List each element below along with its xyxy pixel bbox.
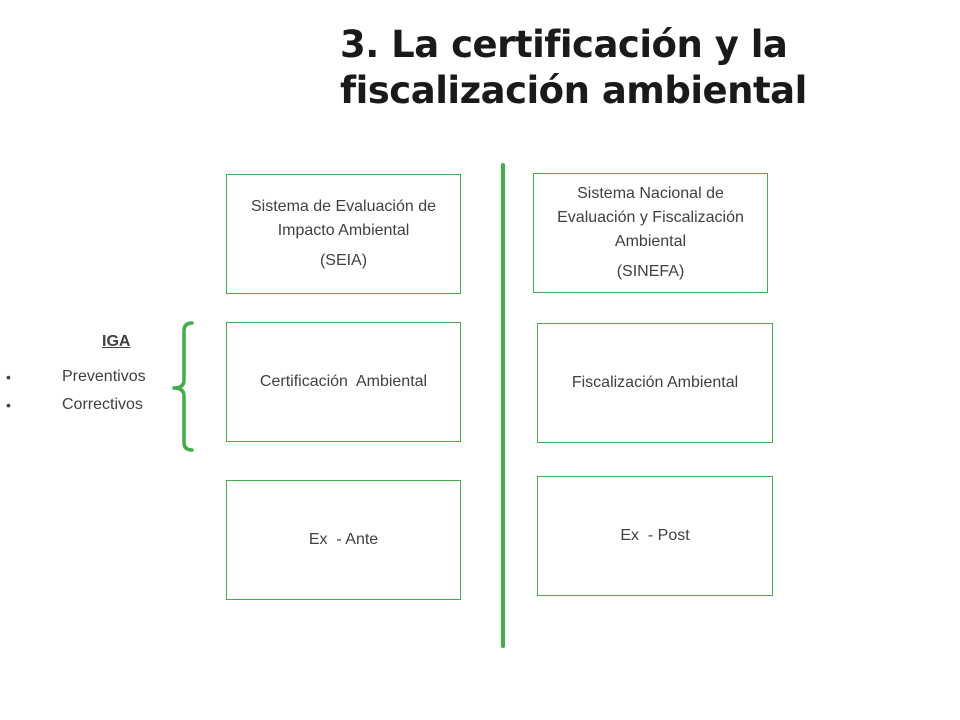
vertical-divider bbox=[501, 163, 505, 648]
ex-post-box: Ex - Post bbox=[537, 476, 773, 596]
slide-title: 3. La certificación y la fiscalización a… bbox=[340, 22, 940, 114]
seia-acronym: (SEIA) bbox=[319, 252, 368, 269]
seia-name: Sistema de Evaluación de Impacto Ambient… bbox=[251, 198, 436, 239]
bracket-icon bbox=[172, 321, 194, 452]
certification-label: Certificación Ambiental bbox=[259, 373, 428, 390]
ex-post-label: Ex - Post bbox=[620, 527, 690, 544]
sinefa-name: Sistema Nacional de Evaluación y Fiscali… bbox=[557, 185, 744, 250]
fiscalization-box: Fiscalización Ambiental bbox=[537, 323, 773, 443]
fiscalization-label: Fiscalización Ambiental bbox=[571, 374, 739, 391]
bullet-icon: • bbox=[6, 369, 11, 385]
ex-ante-label: Ex - Ante bbox=[308, 531, 379, 548]
iga-title: IGA bbox=[102, 333, 131, 350]
slide-title-line-2: fiscalización ambiental bbox=[340, 69, 807, 112]
slide-title-line-1: 3. La certificación y la bbox=[340, 23, 788, 66]
seia-box: Sistema de Evaluación de Impacto Ambient… bbox=[226, 174, 461, 294]
certification-box: Certificación Ambiental bbox=[226, 322, 461, 442]
sinefa-acronym: (SINEFA) bbox=[616, 263, 685, 280]
ex-ante-box: Ex - Ante bbox=[226, 480, 461, 600]
sinefa-box: Sistema Nacional de Evaluación y Fiscali… bbox=[533, 173, 768, 293]
iga-item-label: Preventivos bbox=[62, 368, 146, 385]
bullet-icon: • bbox=[6, 397, 11, 413]
iga-item-label: Correctivos bbox=[62, 396, 143, 413]
